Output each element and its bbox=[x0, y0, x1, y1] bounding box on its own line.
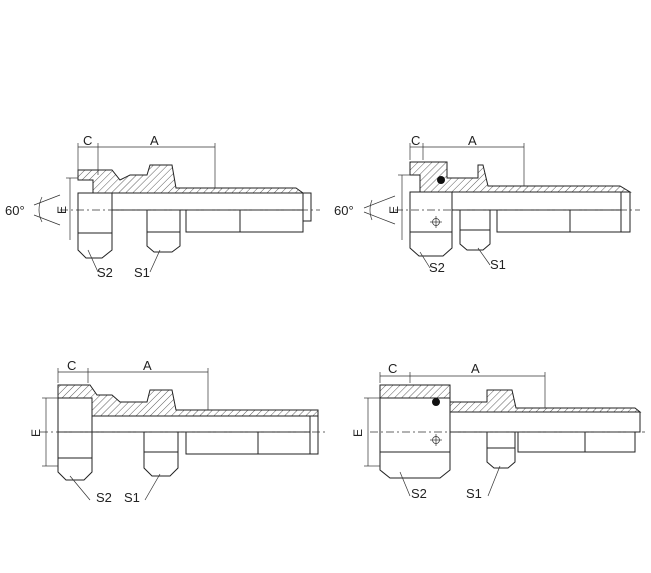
label-a: A bbox=[471, 361, 480, 376]
label-s1: S1 bbox=[490, 257, 506, 272]
label-s2: S2 bbox=[411, 486, 427, 501]
label-a: A bbox=[143, 358, 152, 373]
label-c: C bbox=[388, 361, 397, 376]
label-a: A bbox=[468, 133, 477, 148]
label-s2: S2 bbox=[97, 265, 113, 280]
label-e: E bbox=[351, 429, 365, 437]
label-angle: 60° bbox=[334, 203, 354, 218]
label-angle: 60° bbox=[5, 203, 25, 218]
label-e: E bbox=[387, 206, 401, 214]
label-a: A bbox=[150, 133, 159, 148]
fitting-bottom-left bbox=[40, 368, 325, 501]
label-c: C bbox=[411, 133, 420, 148]
label-s1: S1 bbox=[466, 486, 482, 501]
label-c: C bbox=[83, 133, 92, 148]
label-e: E bbox=[29, 429, 43, 437]
label-e: E bbox=[55, 206, 69, 214]
fitting-bottom-right bbox=[364, 372, 645, 497]
label-c: C bbox=[67, 358, 76, 373]
fitting-top-left bbox=[33, 143, 320, 273]
label-s2: S2 bbox=[429, 260, 445, 275]
fitting-top-right bbox=[363, 143, 640, 269]
label-s1: S1 bbox=[134, 265, 150, 280]
label-s1: S1 bbox=[124, 490, 140, 505]
label-s2: S2 bbox=[96, 490, 112, 505]
